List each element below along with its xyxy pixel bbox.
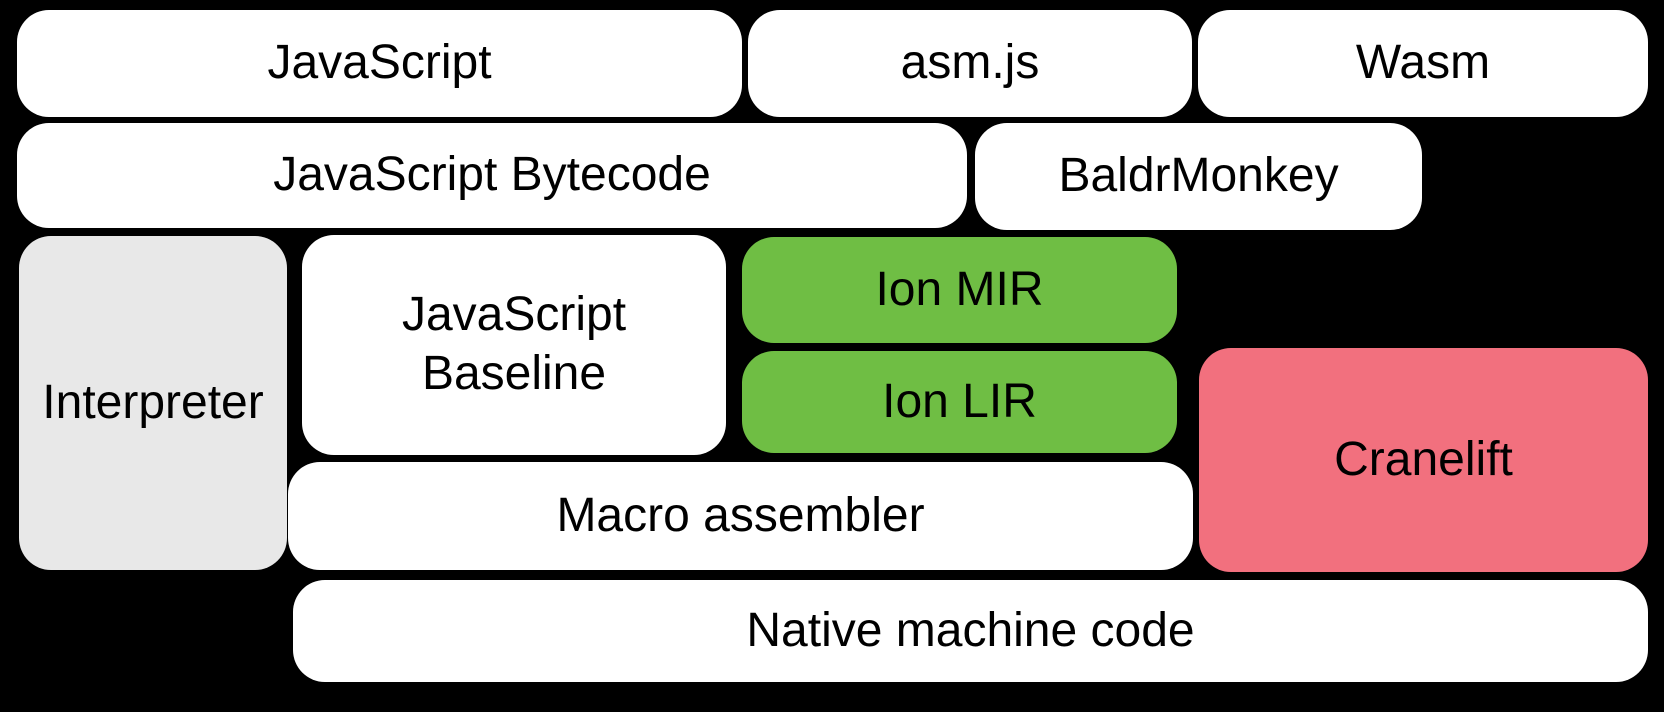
node-interpreter-label: Interpreter	[42, 375, 264, 429]
node-baldrmonkey-label: BaldrMonkey	[1058, 149, 1339, 203]
node-native-machine-code-label: Native machine code	[746, 603, 1195, 657]
node-javascript-bytecode-label: JavaScript Bytecode	[273, 148, 711, 202]
node-javascript-baseline-line1: JavaScript	[401, 288, 627, 342]
node-asmjs-label: asm.js	[900, 36, 1040, 90]
node-ion-mir-label: Ion MIR	[875, 262, 1044, 316]
node-javascript-baseline-line2: Baseline	[421, 347, 607, 400]
node-interpreter: Interpreter	[19, 236, 287, 570]
node-javascript-baseline: JavaScript Baseline	[302, 235, 726, 455]
node-cranelift: Cranelift	[1199, 348, 1648, 572]
node-asmjs: asm.js	[748, 10, 1192, 117]
node-macro-assembler-label: Macro assembler	[556, 488, 925, 542]
node-ion-lir-label: Ion LIR	[882, 374, 1037, 428]
node-javascript-label: JavaScript	[267, 36, 492, 90]
node-javascript: JavaScript	[17, 10, 742, 117]
node-cranelift-label: Cranelift	[1334, 432, 1513, 486]
node-baldrmonkey: BaldrMonkey	[975, 123, 1422, 230]
node-ion-mir: Ion MIR	[742, 237, 1177, 343]
node-wasm-label: Wasm	[1355, 36, 1491, 90]
node-wasm: Wasm	[1198, 10, 1648, 117]
node-javascript-baseline-label: JavaScript Baseline	[402, 286, 626, 403]
node-macro-assembler: Macro assembler	[288, 462, 1193, 570]
node-native-machine-code: Native machine code	[293, 580, 1648, 682]
node-ion-lir: Ion LIR	[742, 351, 1177, 453]
node-javascript-bytecode: JavaScript Bytecode	[17, 123, 967, 228]
